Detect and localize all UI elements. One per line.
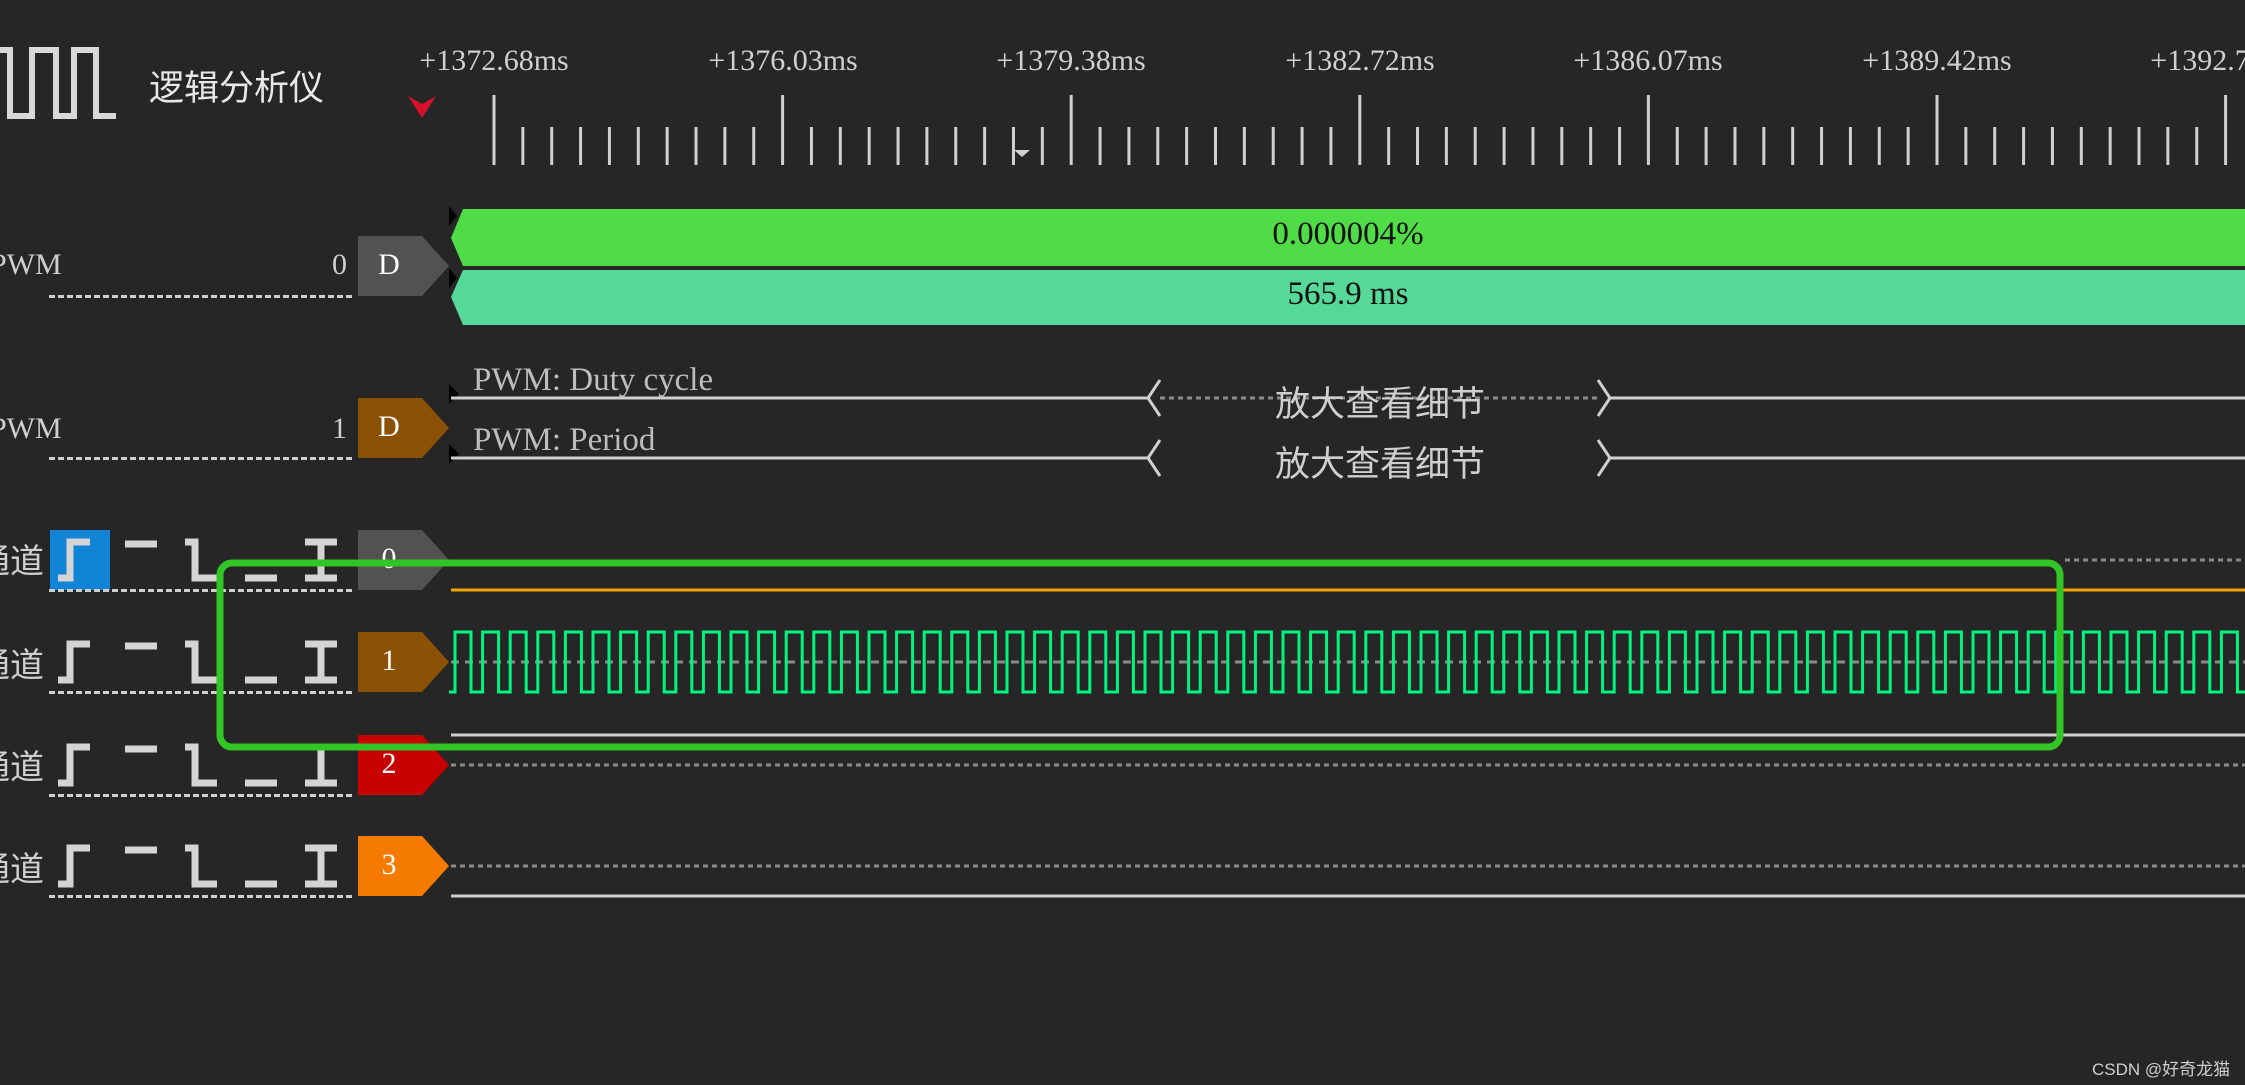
falling-edge-icon[interactable]: [185, 640, 217, 684]
zoom-hint: 放大查看细节: [1274, 385, 1485, 424]
channel-underline: [49, 895, 352, 898]
annotation-duty-cycle: PWM: Duty cycle: [473, 362, 714, 398]
zoom-hint: 放大查看细节: [1274, 445, 1485, 484]
decoder-underline: [49, 295, 352, 298]
decoder-badge-0[interactable]: D: [358, 236, 450, 296]
decoder-name: PWM: [0, 248, 62, 281]
channel-number: 1: [381, 644, 397, 677]
chevron-right-icon: [1596, 439, 1612, 477]
channel-underline: [49, 691, 352, 694]
channel-badge-3[interactable]: 3: [358, 836, 450, 896]
duty-cycle-value: 0.000004%: [1272, 216, 1424, 252]
decoder-underline: [49, 457, 352, 460]
badge-label: D: [378, 248, 400, 281]
trigger-marker-icon[interactable]: [408, 96, 436, 118]
channel-number: 2: [381, 747, 397, 780]
any-edge-icon[interactable]: [305, 743, 337, 787]
tick-label: +1376.03ms: [708, 44, 858, 77]
collapse-triangle-icon[interactable]: [449, 206, 457, 226]
rising-edge-icon[interactable]: [58, 743, 90, 787]
channel-underline: [49, 794, 352, 797]
any-edge-icon[interactable]: [305, 844, 337, 888]
rising-edge-icon[interactable]: [58, 538, 90, 582]
watermark: CSDN @好奇龙猫: [2092, 1060, 2231, 1079]
channel-underline: [49, 589, 352, 592]
app-title: 逻辑分析仪: [149, 69, 325, 108]
square-wave-icon: [0, 47, 116, 119]
channel-number: 0: [381, 542, 397, 575]
tick-label: +1379.38ms: [996, 44, 1146, 77]
channel-label: 通道: [0, 544, 44, 581]
channel-badge-2[interactable]: 2: [358, 735, 450, 795]
tick-label: +1386.07ms: [1573, 44, 1723, 77]
tick-label: +1382.72ms: [1285, 44, 1435, 77]
channel-badge-0[interactable]: 0: [358, 530, 450, 590]
falling-edge-icon[interactable]: [185, 743, 217, 787]
decoder-index: 0: [332, 248, 347, 281]
rising-edge-icon[interactable]: [58, 640, 90, 684]
any-edge-icon[interactable]: [305, 538, 337, 582]
decoder-badge-1[interactable]: D: [358, 398, 450, 458]
rising-edge-icon[interactable]: [58, 844, 90, 888]
channel-label: 通道: [0, 648, 44, 685]
chevron-left-icon: [1146, 379, 1162, 417]
badge-label: D: [378, 410, 400, 443]
decoder-index: 1: [332, 412, 347, 445]
channel-number: 3: [381, 848, 397, 881]
falling-edge-icon[interactable]: [185, 538, 217, 582]
tick-label: +1372.68ms: [419, 44, 569, 77]
period-bar[interactable]: [451, 270, 2245, 325]
annotation-marker-icon: [449, 384, 459, 404]
channel-label: 通道: [0, 750, 44, 787]
annotation-period: PWM: Period: [473, 422, 656, 458]
channel-label: 通道: [0, 852, 44, 889]
cursor-marker-icon[interactable]: [1014, 150, 1030, 157]
channel-badge-1[interactable]: 1: [358, 632, 450, 692]
any-edge-icon[interactable]: [305, 640, 337, 684]
tick-label: +1389.42ms: [1862, 44, 2012, 77]
chevron-right-icon: [1596, 379, 1612, 417]
falling-edge-icon[interactable]: [185, 844, 217, 888]
annotation-marker-icon: [449, 444, 459, 464]
collapse-triangle-icon[interactable]: [449, 268, 457, 288]
period-value: 565.9 ms: [1287, 276, 1409, 312]
tick-label: +1392.77ms: [2150, 44, 2245, 77]
duty-cycle-bar[interactable]: [451, 209, 2245, 266]
chevron-left-icon: [1146, 439, 1162, 477]
decoder-name: PWM: [0, 412, 62, 445]
